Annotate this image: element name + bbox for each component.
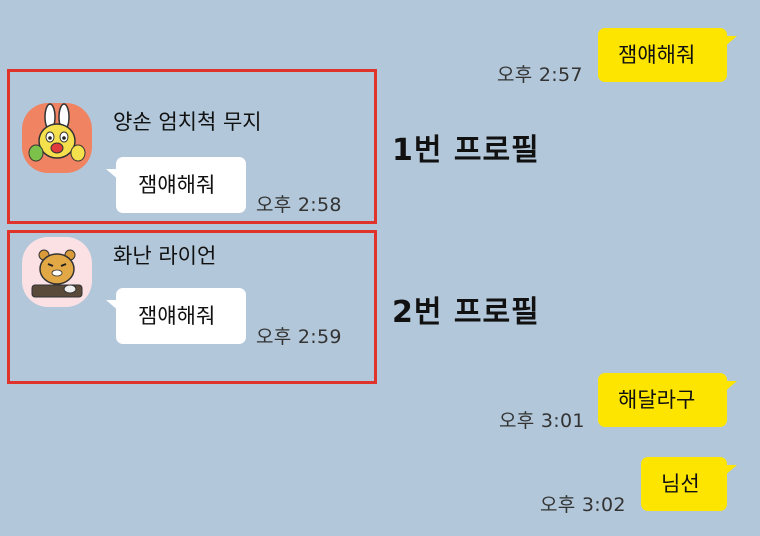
profile-highlight-frame-1 xyxy=(7,69,377,224)
profile-avatar-2[interactable] xyxy=(22,237,92,307)
other-message-bubble-1[interactable]: 잼얘해줘 xyxy=(106,157,246,213)
profile-annotation-1: 1번 프로필 xyxy=(392,133,540,168)
ryan-avatar-icon xyxy=(31,249,83,298)
muzi-avatar-icon xyxy=(28,103,86,162)
message-time: 오후 2:57 xyxy=(497,64,583,86)
my-message-bubble[interactable]: 잼얘해줘 xyxy=(598,28,737,82)
profile-highlight-frame-2 xyxy=(7,230,377,384)
profile-avatar-1[interactable] xyxy=(22,103,92,173)
other-message-bubble-2[interactable]: 잼얘해줘 xyxy=(106,288,246,344)
message-time: 오후 3:01 xyxy=(499,410,585,432)
my-message-bubble[interactable]: 님선 xyxy=(641,457,737,511)
profile-annotation-2: 2번 프로필 xyxy=(392,295,540,330)
message-time: 오후 2:58 xyxy=(256,194,342,216)
sender-name-2: 화난 라이언 xyxy=(113,244,217,268)
sender-name-1: 양손 엄치척 무지 xyxy=(113,110,262,134)
my-message-bubble[interactable]: 해달라구 xyxy=(598,373,737,427)
message-time: 오후 3:02 xyxy=(540,494,626,516)
message-time: 오후 2:59 xyxy=(256,326,342,348)
